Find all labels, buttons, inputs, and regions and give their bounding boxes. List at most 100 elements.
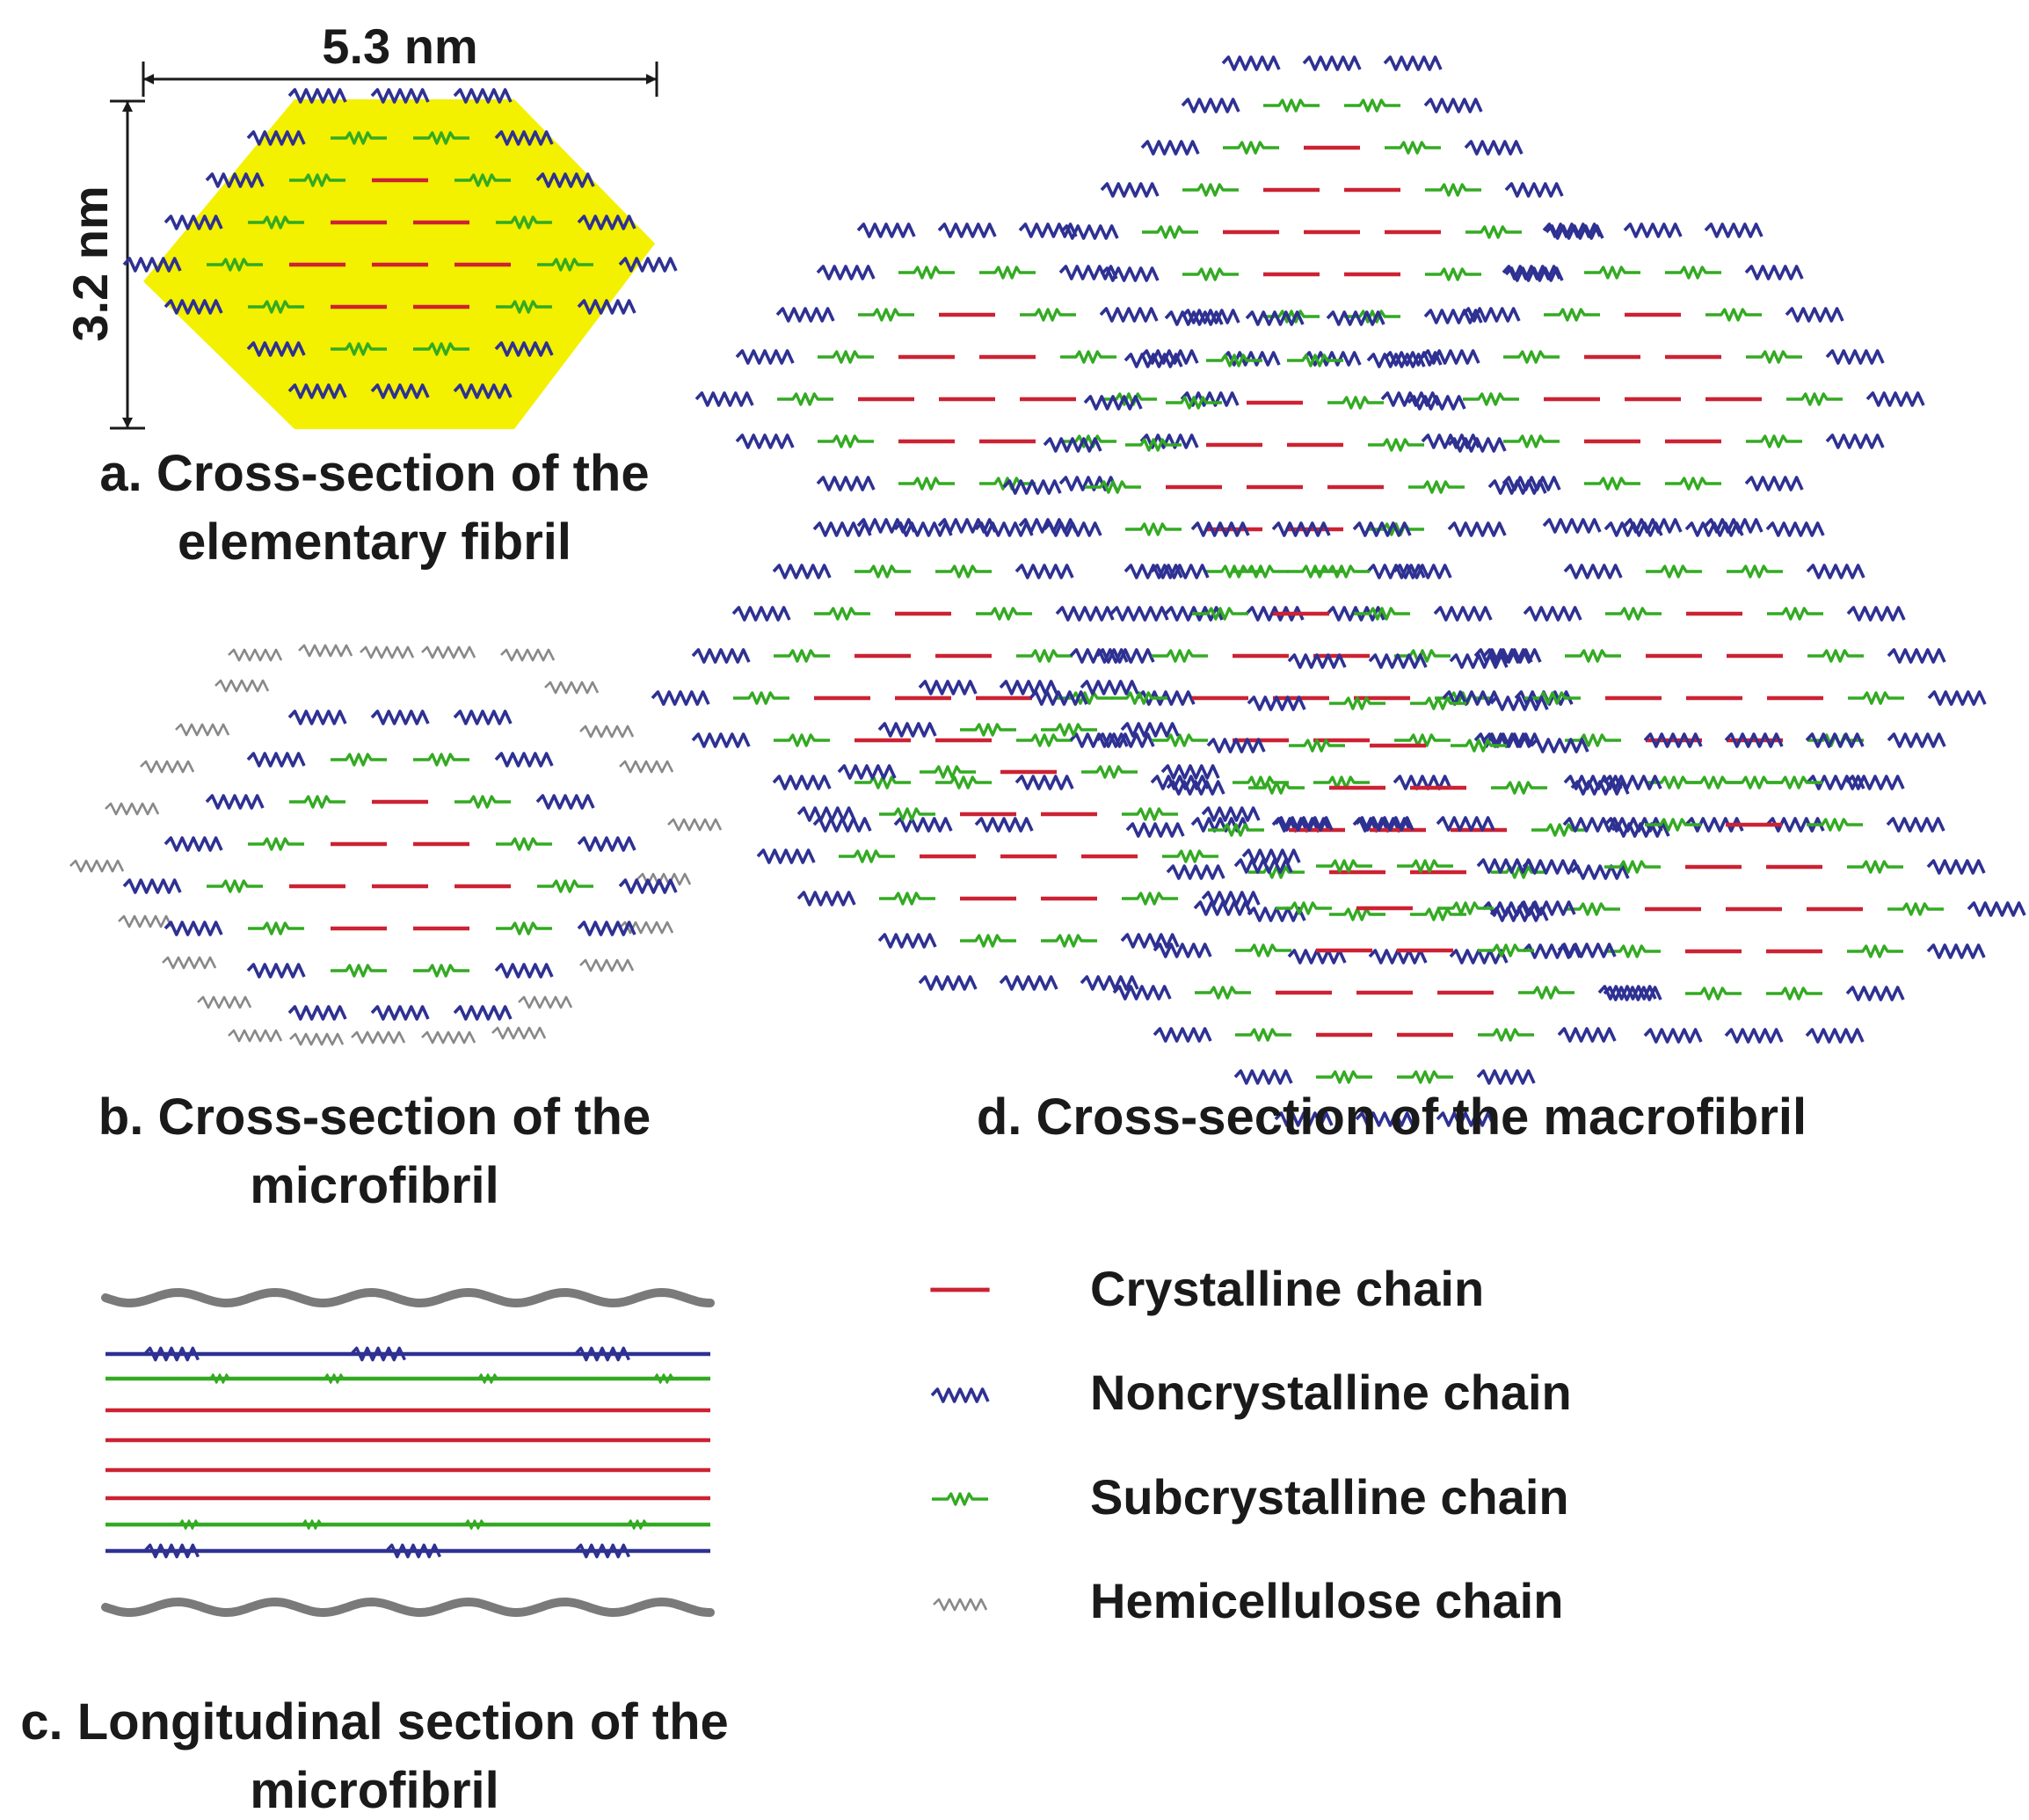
- noncrystalline-chain-mark: [651, 690, 710, 706]
- subcrystalline-chain-mark: [1329, 907, 1385, 921]
- noncrystalline-chain-mark: [577, 921, 636, 936]
- subcrystalline-chain-mark: [1125, 438, 1182, 452]
- noncrystalline-chain-mark: [1542, 518, 1602, 534]
- subcrystalline-chain-mark: [1665, 266, 1721, 280]
- noncrystalline-chain-mark: [453, 88, 513, 104]
- noncrystalline-chain-mark: [731, 606, 791, 622]
- noncrystalline-chain-mark: [494, 341, 554, 357]
- hemicellulose-chain-mark: [162, 956, 217, 970]
- subcrystalline-chain-mark: [1646, 775, 1702, 790]
- noncrystalline-chain-mark: [1806, 775, 1865, 790]
- subcrystalline-chain-mark: [313, 1373, 355, 1384]
- noncrystalline-chain-mark: [1825, 433, 1885, 449]
- subcrystalline-chain-mark: [1195, 986, 1251, 1000]
- noncrystalline-chain-mark: [1523, 606, 1582, 622]
- noncrystalline-chain-mark: [1473, 732, 1533, 748]
- subcrystalline-chain-mark: [1162, 849, 1218, 863]
- subcrystalline-chain-mark: [1152, 649, 1208, 663]
- noncrystalline-chain-mark: [893, 521, 953, 537]
- subcrystalline-chain-mark: [1451, 739, 1507, 753]
- noncrystalline-chain-mark: [812, 521, 872, 537]
- subcrystalline-chain-mark: [455, 795, 511, 809]
- noncrystalline-chain-mark: [494, 752, 554, 768]
- subcrystalline-chain-mark: [1101, 392, 1157, 406]
- subcrystalline-chain-mark: [1397, 1070, 1453, 1084]
- noncrystalline-chain-mark: [1201, 806, 1261, 822]
- subcrystalline-chain-mark: [1746, 434, 1802, 448]
- subcrystalline-chain-mark: [1081, 765, 1138, 779]
- noncrystalline-chain-mark: [816, 476, 876, 491]
- noncrystalline-chain-mark: [1504, 182, 1564, 198]
- noncrystalline-chain-mark: [695, 391, 754, 407]
- caption-c-line1: c. Longitudinal section of the: [20, 1693, 729, 1751]
- subcrystalline-chain-mark: [1041, 723, 1097, 737]
- hemicellulose-chain-mark: [140, 760, 195, 774]
- hemicellulose-chain-mark: [69, 859, 125, 873]
- subcrystalline-chain-mark: [774, 733, 830, 747]
- noncrystalline-chain-mark: [1805, 1028, 1865, 1044]
- subcrystalline-chain-mark: [289, 173, 345, 187]
- subcrystalline-chain-mark: [932, 1492, 988, 1506]
- noncrystalline-chain-mark: [1845, 775, 1905, 790]
- noncrystalline-chain-mark: [1562, 817, 1622, 833]
- subcrystalline-chain-mark: [1060, 434, 1116, 448]
- subcrystalline-chain-mark: [1786, 392, 1843, 406]
- noncrystalline-chain-mark: [1724, 1028, 1784, 1044]
- hemicellulose-chain-mark: [421, 1030, 476, 1045]
- noncrystalline-chain-mark: [1825, 349, 1885, 365]
- noncrystalline-chain-mark: [164, 836, 223, 852]
- subcrystalline-chain-mark: [1263, 309, 1320, 324]
- noncrystalline-chain-mark: [1326, 606, 1385, 622]
- noncrystalline-chain-mark: [893, 817, 953, 833]
- hemicellulose-chain-mark: [298, 644, 353, 658]
- noncrystalline-chain-mark: [205, 172, 265, 188]
- subcrystalline-chain-mark: [1041, 934, 1097, 948]
- subcrystalline-chain-mark: [496, 837, 552, 851]
- noncrystalline-chain-mark: [1069, 732, 1129, 748]
- noncrystalline-chain-mark: [246, 963, 306, 979]
- noncrystalline-chain-mark: [1433, 606, 1493, 622]
- subcrystalline-chain-mark: [413, 964, 469, 978]
- hemicellulose-chain-mark: [215, 679, 270, 693]
- subcrystalline-chain-mark: [1425, 183, 1481, 197]
- noncrystalline-chain-mark: [1436, 1111, 1495, 1127]
- height-label: 3.2 nm: [62, 186, 118, 341]
- noncrystalline-chain-mark: [1043, 521, 1102, 537]
- subcrystalline-chain-mark: [1503, 350, 1560, 364]
- noncrystalline-chain-mark: [1153, 1027, 1212, 1043]
- subcrystalline-chain-mark: [291, 1519, 333, 1530]
- noncrystalline-chain-mark: [1597, 985, 1657, 1001]
- noncrystalline-chain-mark: [1449, 653, 1509, 669]
- subcrystalline-chain-mark: [1344, 309, 1400, 324]
- subcrystalline-chain-mark: [1182, 267, 1239, 281]
- subcrystalline-chain-mark: [413, 753, 469, 767]
- noncrystalline-chain-mark: [1080, 680, 1139, 695]
- legend-symbols: [930, 1287, 990, 1612]
- subcrystalline-chain-mark: [1276, 901, 1332, 915]
- hemicellulose-chain-mark: [667, 818, 723, 832]
- subcrystalline-chain-mark: [1166, 396, 1222, 410]
- longitudinal-chains: [101, 1287, 715, 1618]
- subcrystalline-chain-mark: [1316, 1070, 1372, 1084]
- noncrystalline-chain-mark: [246, 130, 306, 146]
- subcrystalline-chain-mark: [1727, 775, 1783, 790]
- caption-c-line2: microfibril: [250, 1762, 499, 1819]
- noncrystalline-chain-mark: [1069, 648, 1129, 664]
- noncrystalline-chain-mark: [1233, 1069, 1293, 1085]
- subcrystalline-chain-mark: [1122, 892, 1178, 906]
- noncrystalline-chain-mark: [574, 1543, 630, 1559]
- subcrystalline-chain-mark: [168, 1519, 210, 1530]
- subcrystalline-chain-mark: [1848, 691, 1904, 705]
- noncrystalline-chain-mark: [1603, 775, 1662, 790]
- height-dimension: 3.2 nm: [62, 99, 145, 430]
- noncrystalline-chain-mark: [1140, 140, 1200, 156]
- noncrystalline-chain-mark: [1059, 224, 1119, 240]
- noncrystalline-chain-mark: [164, 215, 223, 230]
- noncrystalline-chain-mark: [1164, 606, 1224, 622]
- noncrystalline-chain-mark: [370, 1005, 430, 1021]
- noncrystalline-chain-mark: [164, 299, 223, 315]
- subcrystalline-chain-mark: [248, 921, 304, 935]
- panel-b: b. Cross-section of the microfibril: [69, 644, 723, 1214]
- noncrystalline-chain-mark: [1447, 521, 1507, 537]
